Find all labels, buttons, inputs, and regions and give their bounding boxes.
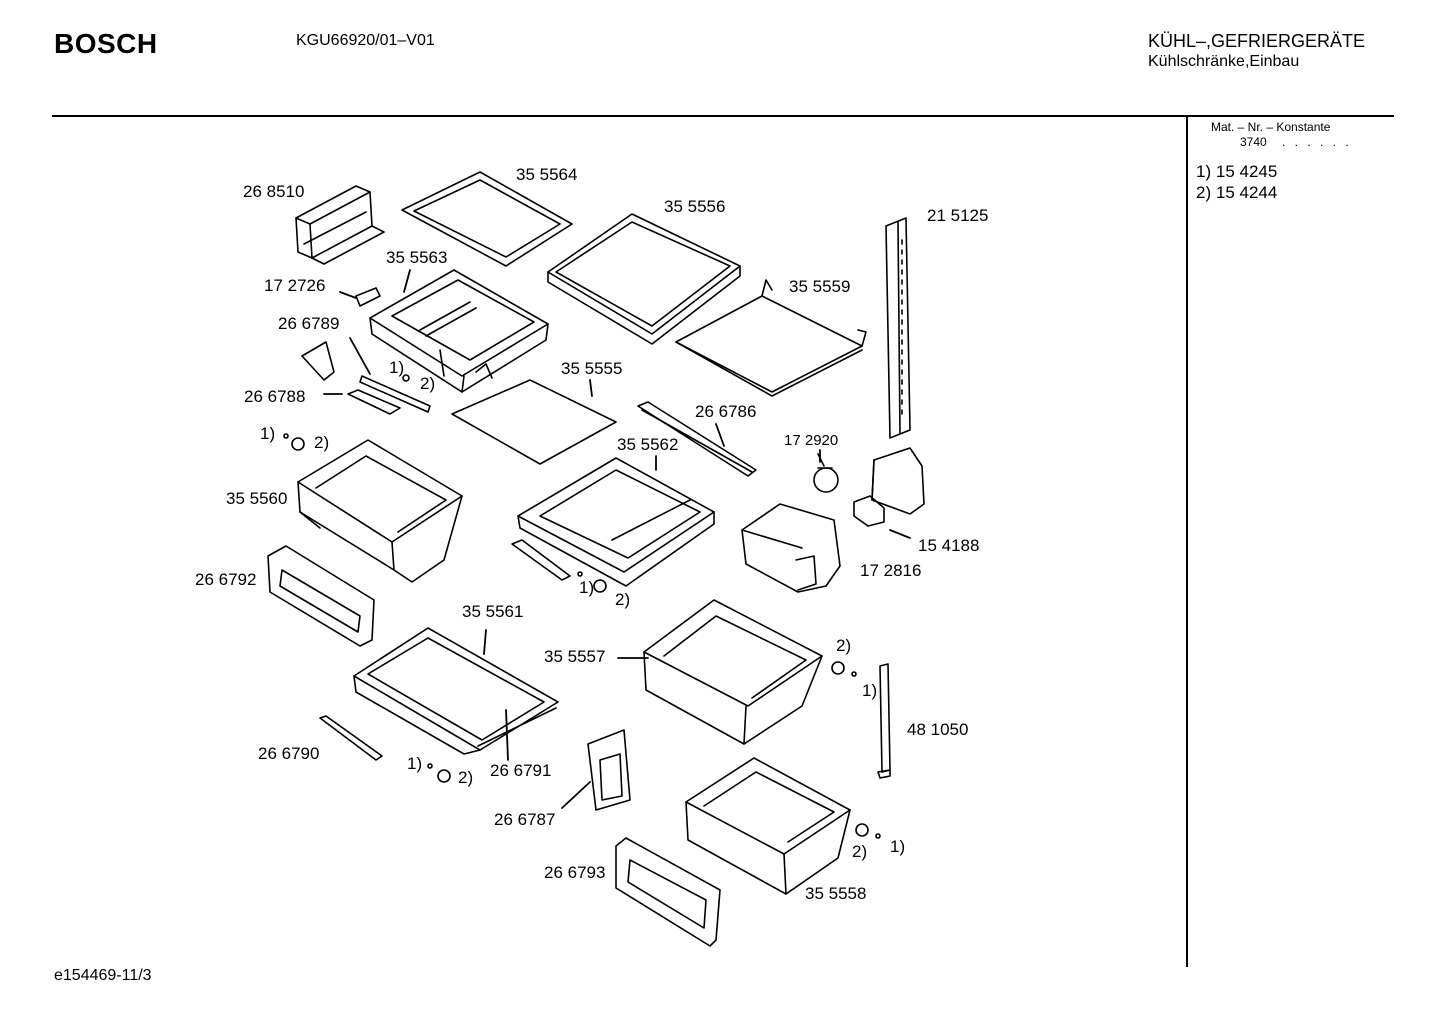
- part-label: 2): [836, 636, 852, 655]
- bracket-part: [295, 185, 385, 265]
- glass-plate-part: [451, 379, 617, 465]
- footnote-marker: 2): [1196, 183, 1212, 202]
- sidebar-divider: [1186, 117, 1188, 967]
- part-label: 35 5563: [386, 248, 448, 267]
- part-label: 26 6789: [278, 314, 340, 333]
- header-divider: [52, 115, 1394, 117]
- part-label: 35 5559: [789, 277, 851, 296]
- vertical-rail-part: [885, 217, 911, 439]
- part-label: 1): [260, 424, 276, 443]
- vertical-strip-part: [877, 663, 891, 779]
- part-label: 35 5562: [617, 435, 679, 454]
- switch-part: [853, 495, 885, 527]
- rail-part: [319, 715, 383, 761]
- part-label: 35 5558: [805, 884, 867, 903]
- footnote-1: 1) 15 4245: [1196, 162, 1277, 182]
- part-label: 2): [420, 374, 436, 393]
- part-label: 26 6791: [490, 761, 552, 780]
- clip-part: [355, 287, 381, 307]
- drawer-2-part: [643, 599, 823, 745]
- category-title: KÜHL–,GEFRIERGERÄTE: [1148, 31, 1366, 51]
- part-label: 1): [579, 578, 595, 597]
- material-heading: Mat. – Nr. – Konstante: [1211, 120, 1331, 134]
- drawer-part: [297, 439, 463, 583]
- glass-shelf-part: [401, 171, 573, 267]
- part-label: 26 6787: [494, 810, 556, 829]
- front-panel-part: [267, 545, 375, 647]
- part-label: 35 5555: [561, 359, 623, 378]
- part-label: 26 6788: [244, 387, 306, 406]
- front-panel-2-part: [615, 837, 721, 947]
- part-label: 26 6792: [195, 570, 257, 589]
- part-label: 35 5557: [544, 647, 606, 666]
- shelf-frame-part: [547, 213, 741, 345]
- part-label: 35 5556: [664, 197, 726, 216]
- document-code: e154469-11/3: [54, 967, 152, 984]
- footnote-part: 15 4245: [1215, 162, 1278, 181]
- category-subtitle: Kühlschränke,Einbau: [1148, 53, 1300, 70]
- tray-3-part: [353, 627, 559, 755]
- part-label: 35 5560: [226, 489, 288, 508]
- footnote-marker: 1): [1196, 162, 1212, 181]
- tray-2-part: [517, 457, 715, 587]
- part-label: 2): [458, 768, 474, 787]
- footnote-2: 2) 15 4244: [1196, 183, 1277, 203]
- part-label: 2): [615, 590, 631, 609]
- part-label: 17 2816: [860, 561, 922, 580]
- light-cover-part: [871, 447, 925, 515]
- brand-logo: BOSCH: [54, 28, 158, 59]
- model-number: KGU66920/01–V01: [296, 32, 435, 49]
- part-label: 26 6793: [544, 863, 606, 882]
- part-label: 1): [890, 837, 906, 856]
- part-label: 15 4188: [918, 536, 980, 555]
- part-label: 2): [852, 842, 868, 861]
- strip-part: [301, 341, 431, 413]
- material-dots: . . . . . .: [1282, 135, 1352, 149]
- part-label: 17 2920: [784, 432, 839, 449]
- part-label: 21 5125: [927, 206, 989, 225]
- part-label: 1): [862, 681, 878, 700]
- fastener-parts: [283, 374, 881, 839]
- part-label: 48 1050: [907, 720, 969, 739]
- housing-part: [741, 503, 841, 593]
- part-label: 35 5564: [516, 165, 578, 184]
- bin-part: [587, 729, 631, 811]
- part-label: 1): [389, 358, 405, 377]
- part-label: 35 5561: [462, 602, 524, 621]
- part-label: 26 6786: [695, 402, 757, 421]
- wire-shelf-part: [675, 279, 867, 397]
- lamp-part: [813, 453, 839, 493]
- tray-rail-part: [511, 539, 571, 581]
- part-label: 26 8510: [243, 182, 305, 201]
- part-label: 26 6790: [258, 744, 320, 763]
- tray-part: [369, 269, 549, 393]
- handle-part: [347, 389, 401, 415]
- part-label: 2): [314, 433, 330, 452]
- part-label: 1): [407, 754, 423, 773]
- drawer-3-part: [685, 757, 851, 895]
- trim-part: [637, 401, 757, 477]
- part-label: 17 2726: [264, 276, 326, 295]
- material-value: 3740: [1240, 135, 1267, 149]
- leader-lines: [323, 269, 911, 809]
- footnote-part: 15 4244: [1215, 183, 1278, 202]
